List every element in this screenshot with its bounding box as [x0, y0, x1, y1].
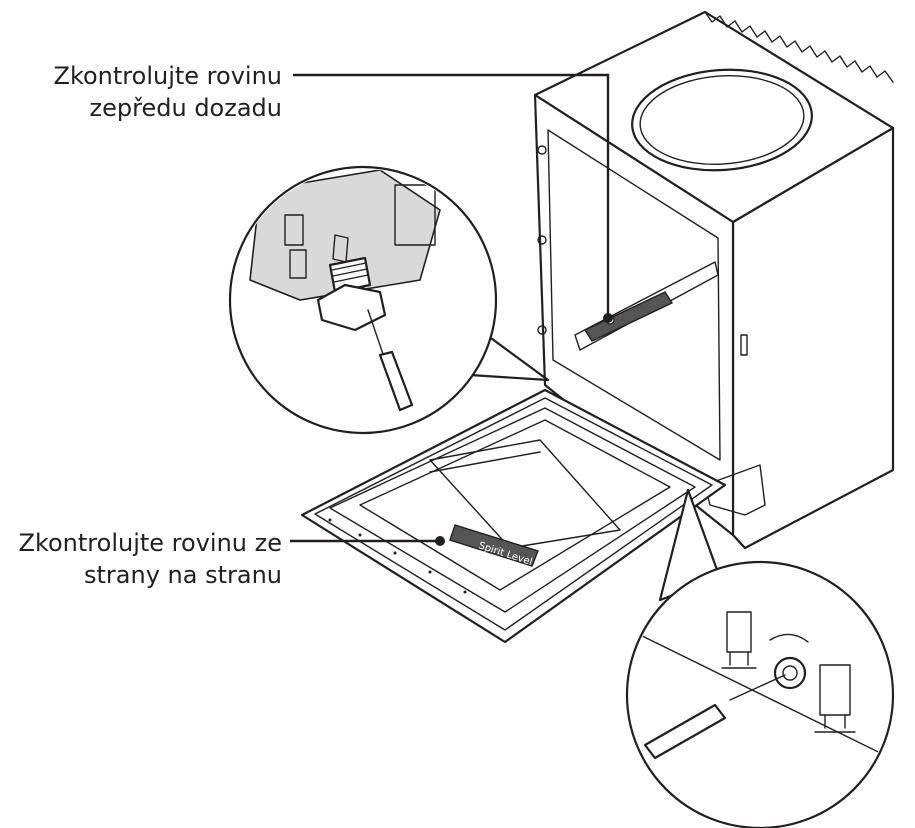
door-outer-panel [300, 388, 727, 644]
callout-side-to-side: Zkontrolujte rovinu ze strany na stranu [19, 527, 282, 591]
cabinet-top-round-opening-inner [639, 75, 805, 165]
frame-screw [537, 325, 547, 335]
frame-screw [537, 145, 547, 155]
detail-circle-foot-adjust [228, 165, 550, 435]
door-inner-panel [329, 407, 696, 613]
door-inner-recess [359, 419, 671, 591]
cabinet-top-grille [704, 11, 894, 83]
door-outer-rim [314, 397, 713, 631]
callout-side-to-side-line1: Zkontrolujte rovinu ze [18, 529, 282, 557]
callout-front-to-back-line1: Zkontrolujte rovinu [53, 62, 282, 90]
callout-side-to-side-line2: strany na stranu [84, 561, 282, 589]
side-panel-slot [740, 334, 748, 356]
front-to-back-level [583, 291, 674, 342]
side-to-side-level [449, 524, 539, 567]
cabinet-rack-rail [574, 261, 719, 351]
cabinet-tub-opening [547, 129, 721, 461]
cabinet-top-round-opening [631, 68, 813, 172]
leader-dot [435, 536, 445, 546]
leader-dot [603, 313, 613, 323]
door-dispenser-ridge [429, 451, 541, 473]
dishwasher-cabinet [533, 10, 895, 550]
detail-circle-outline [625, 560, 895, 828]
door-dispenser-ridge [429, 439, 621, 549]
dishwasher-door: Spirit Level [300, 388, 727, 644]
leader-front-to-back [293, 73, 610, 318]
callout-front-to-back: Zkontrolujte rovinu zepředu dozadu [54, 60, 282, 124]
callout-front-to-back-line2: zepředu dozadu [89, 94, 282, 122]
frame-screw [537, 235, 547, 245]
detail-circle-rear-adjust [625, 488, 895, 828]
door-hinge [704, 464, 766, 516]
